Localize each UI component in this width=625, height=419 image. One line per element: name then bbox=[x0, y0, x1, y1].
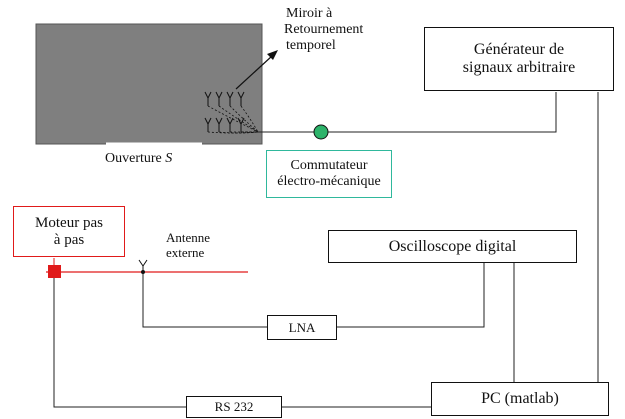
antenna-junction bbox=[141, 270, 145, 274]
pc-label: PC (matlab) bbox=[481, 390, 559, 407]
opening-label-symbol: S bbox=[165, 151, 173, 166]
mirror-label-line2: Retournement bbox=[284, 22, 364, 38]
motor-marker bbox=[48, 265, 61, 278]
chamber bbox=[35, 23, 263, 145]
mirror-pointer-arrow bbox=[235, 50, 278, 90]
signal-generator-box: Générateur de signaux arbitraire bbox=[424, 27, 614, 91]
opening-label-text: Ouverture bbox=[105, 151, 162, 166]
oscilloscope-label: Oscilloscope digital bbox=[388, 237, 517, 255]
antenna-array bbox=[204, 91, 259, 134]
wire-chamber-generator bbox=[258, 92, 557, 133]
generator-line1: Générateur de bbox=[473, 41, 565, 58]
antenna-label: Antenne externe bbox=[166, 230, 211, 261]
motor-line2: à pas bbox=[53, 231, 85, 248]
mirror-label-line1: Miroir à bbox=[286, 6, 333, 21]
lna-box: LNA bbox=[267, 315, 337, 340]
motor-line1: Moteur pas bbox=[35, 214, 103, 231]
pc-box: PC (matlab) bbox=[431, 382, 609, 416]
mirror-label: Miroir à Retournement temporel bbox=[284, 6, 364, 54]
opening-label: Ouverture S bbox=[105, 151, 172, 167]
wire-motor-rs232 bbox=[53, 278, 186, 408]
antenna-line1: Antenne bbox=[166, 230, 211, 245]
antenna-row-top bbox=[204, 91, 245, 106]
oscilloscope-box: Oscilloscope digital bbox=[328, 230, 577, 263]
antenna-line2: externe bbox=[166, 244, 205, 260]
rs232-box: RS 232 bbox=[186, 396, 282, 418]
wire-lna-oscilloscope bbox=[337, 263, 485, 328]
antenna-row-bottom bbox=[204, 117, 245, 132]
switch-line2: électro-mécanique bbox=[277, 174, 381, 189]
switch-box: Commutateur électro-mécanique bbox=[266, 150, 392, 198]
rs232-label: RS 232 bbox=[214, 399, 254, 414]
lna-label: LNA bbox=[288, 319, 316, 335]
switch-line1: Commutateur bbox=[290, 158, 368, 173]
motor-box: Moteur pas à pas bbox=[13, 206, 125, 257]
mirror-label-line3: temporel bbox=[286, 38, 336, 54]
generator-line2: signaux arbitraire bbox=[462, 59, 576, 76]
switch-node bbox=[313, 124, 329, 140]
wire-antenna-lna bbox=[142, 272, 267, 328]
